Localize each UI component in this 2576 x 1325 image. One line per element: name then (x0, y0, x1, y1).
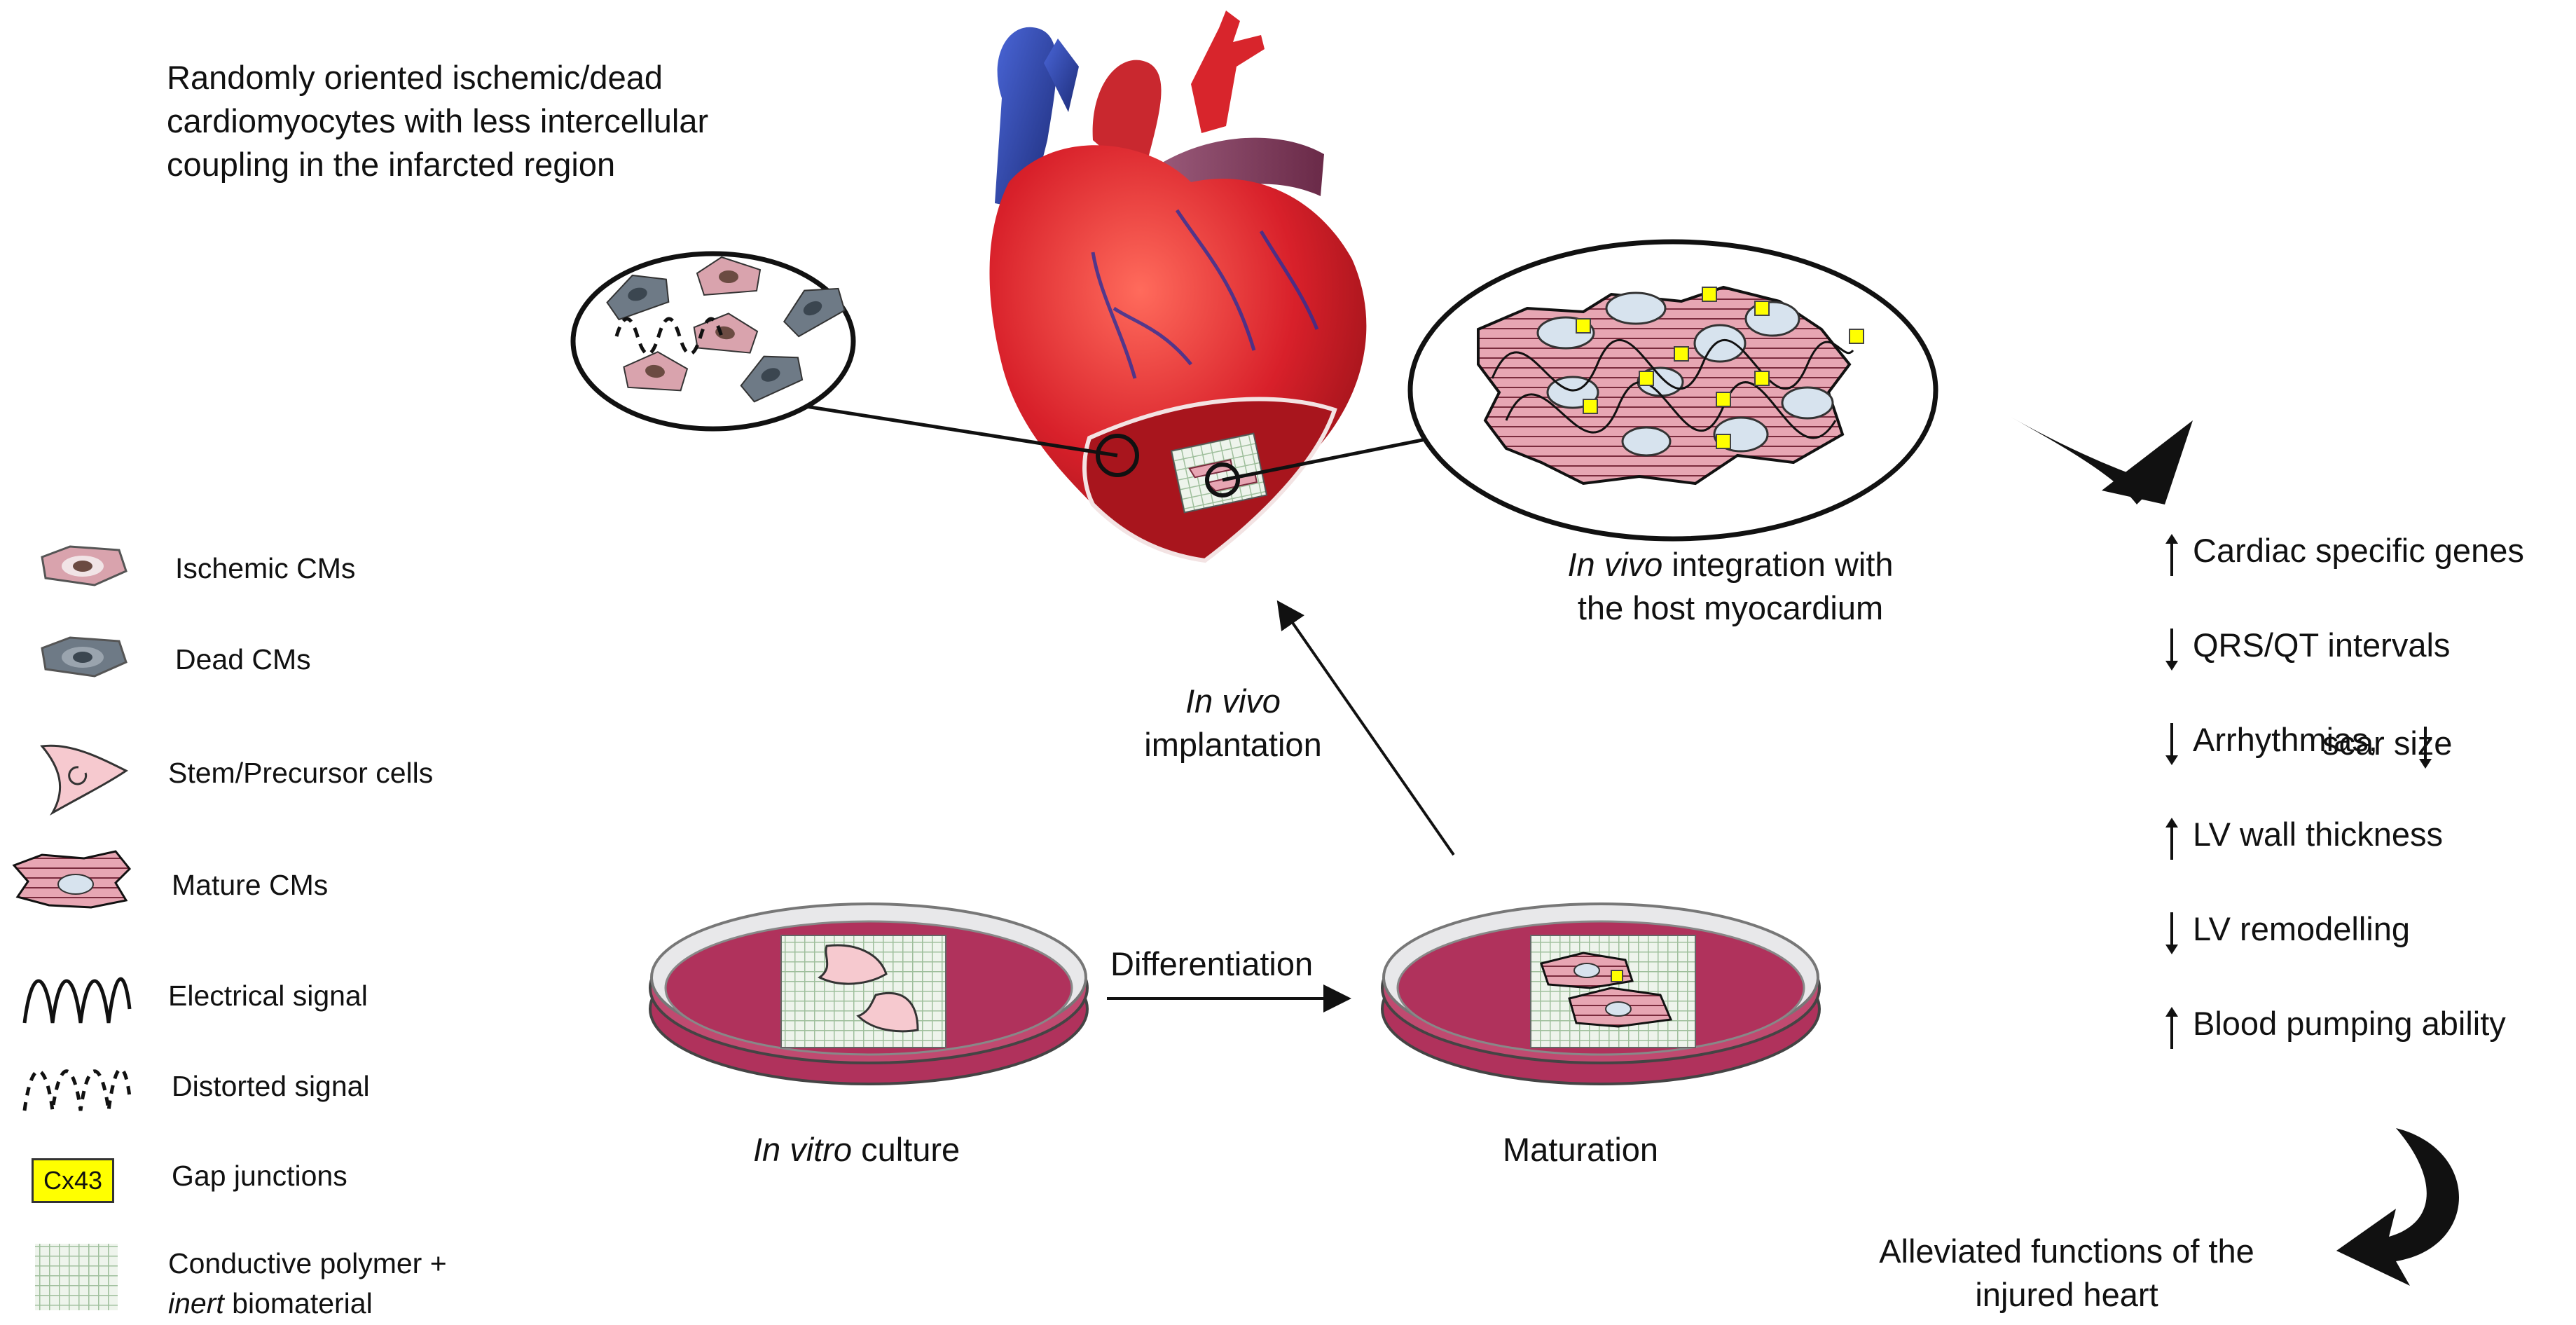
outcome-item-4: LV remodelling (2193, 910, 2411, 947)
outcome-extra-down-arrow-icon (2419, 727, 2432, 769)
infarct-note-line2: cardiomyocytes with less intercellular (167, 102, 709, 140)
implantation-line2: implantation (1144, 726, 1322, 764)
outcome-3-up-arrow-icon (2165, 818, 2178, 860)
outcome-item-1: QRS/QT intervals (2193, 626, 2451, 664)
legend-mature-icon (12, 850, 132, 909)
heart-illustration (989, 11, 1367, 563)
legend-mature-label: Mature CMs (172, 869, 329, 901)
legend-electrical-icon (22, 977, 132, 1024)
legend-polymer-rest: biomaterial (223, 1287, 373, 1320)
outcome-4-down-arrow-icon (2165, 912, 2178, 954)
legend-stem-icon (40, 744, 128, 816)
maturation-label: Maturation (1503, 1131, 1659, 1168)
differentiation-label: Differentiation (1110, 945, 1314, 982)
outcome-item-5: Blood pumping ability (2193, 1005, 2506, 1042)
implantation-label: In vivo implantation (1093, 680, 1373, 767)
legend-stem-label: Stem/Precursor cells (168, 757, 434, 789)
legend-polymer-label: Conductive polymer + inert biomaterial (168, 1244, 447, 1324)
legend-gap-badge: Cx43 (32, 1158, 114, 1203)
integration-line1: integration with (1662, 546, 1894, 583)
outcome-item-3: LV wall thickness (2193, 816, 2443, 853)
culture-label: In vitro culture (753, 1128, 960, 1172)
legend-polymer-icon (35, 1244, 118, 1310)
infarct-zoom (570, 251, 856, 432)
outcome-1-down-arrow-icon (2165, 629, 2178, 671)
outcome-arrows (2165, 534, 2432, 1049)
outcome-scar-size: scar size (2322, 725, 2453, 762)
result-caption: Alleviated functions of the injured hear… (1850, 1230, 2284, 1317)
legend-gap-label: Gap junctions (172, 1160, 347, 1192)
outcome-item-0: Cardiac specific genes (2193, 532, 2524, 569)
integration-caption: In vivo integration with the host myocar… (1534, 543, 1927, 630)
implantation-italic: In vivo (1185, 682, 1281, 720)
legend-ischemic-label: Ischemic CMs (175, 552, 356, 584)
outcome-item-2: Arrhythmias, (2193, 721, 2378, 758)
culture-rest: culture (852, 1131, 960, 1168)
integration-line2: the host myocardium (1577, 589, 1884, 627)
legend-electrical-label: Electrical signal (168, 980, 368, 1012)
integration-italic: In vivo (1567, 546, 1663, 583)
infarct-note: Randomly oriented ischemic/dead cardiomy… (167, 56, 708, 186)
outcome-5-up-arrow-icon (2165, 1007, 2178, 1049)
legend-distorted-icon (22, 1067, 132, 1111)
outcome-0-up-arrow-icon (2165, 534, 2178, 576)
infarct-note-line3: coupling in the infarcted region (167, 146, 616, 184)
legend-dead-icon (41, 636, 128, 678)
legend-polymer-line1: Conductive polymer + (168, 1247, 447, 1279)
culture-italic: In vitro (753, 1131, 853, 1168)
legend-ischemic-icon (41, 545, 128, 586)
result-line1: Alleviated functions of the (1879, 1233, 2254, 1270)
integration-zoom (1407, 239, 1938, 542)
dish-culture (649, 902, 1089, 1085)
infarct-note-line1: Randomly oriented ischemic/dead (167, 59, 663, 96)
dish-maturation (1381, 902, 1821, 1085)
legend-distorted-label: Distorted signal (172, 1070, 370, 1102)
result-line2: injured heart (1975, 1276, 2158, 1314)
outcome-2-down-arrow-icon (2165, 723, 2178, 765)
legend-polymer-italic: inert (168, 1287, 224, 1320)
legend-dead-label: Dead CMs (175, 643, 311, 675)
